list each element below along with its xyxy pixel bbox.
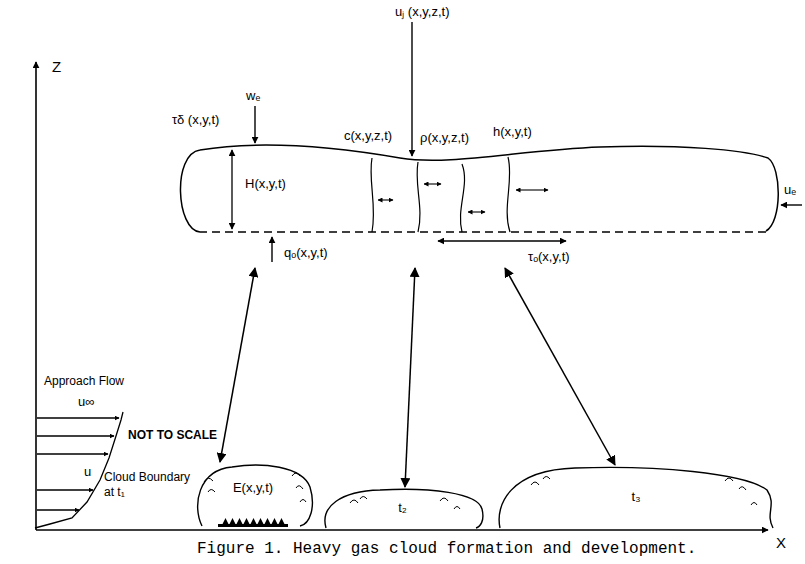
cloud-t3: t₃ bbox=[495, 465, 777, 528]
velocity-label: u∞ bbox=[78, 394, 95, 409]
velocity-label: u bbox=[84, 464, 91, 479]
boundary-note: Cloud Boundary at t₁ bbox=[104, 470, 196, 500]
time-label: t₃ bbox=[632, 489, 641, 504]
density-label: ρ(x,y,z,t) bbox=[420, 130, 469, 145]
axis-label: Z bbox=[52, 58, 61, 76]
figure-caption: Figure 1. Heavy gas cloud formation and … bbox=[197, 540, 696, 558]
time-label: t₂ bbox=[398, 500, 407, 515]
depth-label: H(x,y,t) bbox=[245, 176, 286, 191]
cloud-t2: t₂ bbox=[320, 487, 485, 528]
double-arrow-connector bbox=[505, 268, 615, 465]
entrainment-label: uₑ bbox=[784, 182, 796, 197]
cloud-outline bbox=[170, 120, 782, 268]
flux-arrows bbox=[255, 22, 802, 262]
cloud-t1: E(x,y,t) bbox=[192, 462, 314, 527]
velocity-label: uⱼ (x,y,z,t) bbox=[395, 4, 449, 19]
profile-title: Approach Flow bbox=[44, 374, 124, 389]
axes bbox=[36, 62, 768, 530]
height-label: h(x,y,t) bbox=[493, 124, 532, 139]
entrainment-label: wₑ bbox=[246, 88, 260, 103]
concentration-label: c(x,y,z,t) bbox=[344, 128, 392, 143]
stress-label: τₒ(x,y,t) bbox=[528, 249, 570, 264]
stress-label: τδ (x,y,t) bbox=[172, 112, 219, 127]
scale-note: NOT TO SCALE bbox=[126, 428, 219, 443]
source-label: E(x,y,t) bbox=[233, 480, 273, 495]
axis-label: X bbox=[776, 534, 786, 552]
heat-flux-label: qₒ(x,y,t) bbox=[284, 245, 328, 260]
double-arrow-connector bbox=[405, 268, 415, 487]
upper-cloud: c(x,y,z,t) ρ(x,y,z,t) h(x,y,t) H(x,y,t) bbox=[170, 120, 782, 268]
double-arrow-connector bbox=[220, 268, 255, 462]
